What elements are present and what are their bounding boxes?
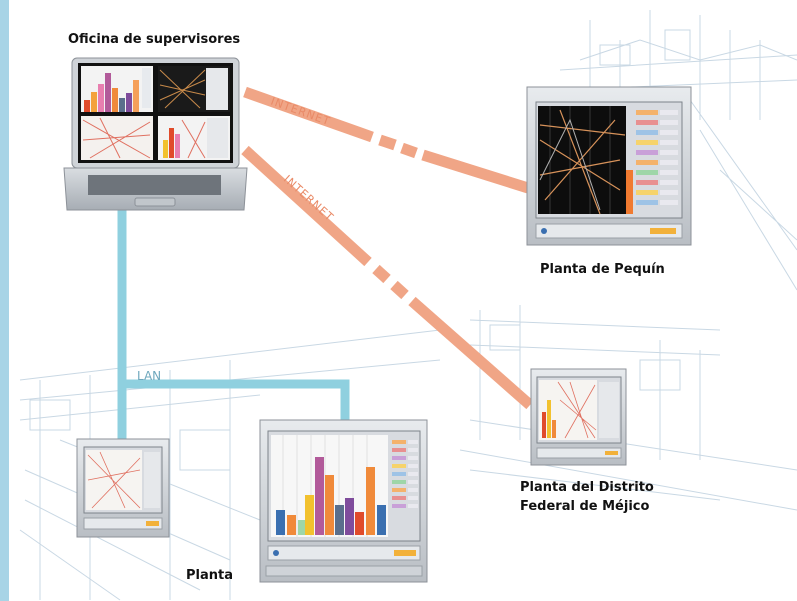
label-supervisor-office: Oficina de supervisores (68, 32, 241, 47)
label-plant-df-line2: Federal de Méjico (520, 499, 650, 514)
laptop-icon (63, 57, 248, 211)
recorder-planta-large-icon (259, 419, 428, 583)
planta-large-screen-bars (276, 457, 386, 535)
sketch-pequin-background (559, 10, 797, 291)
internet-label-1: INTERNET (269, 95, 332, 129)
recorder-planta-small-icon (76, 438, 170, 538)
internet-link-pequin (243, 86, 530, 194)
recorder-pequin-icon (526, 86, 692, 246)
label-plant-df: Planta del Distrito Federal de Méjico (520, 478, 654, 516)
recorder-df-icon (530, 368, 627, 466)
label-plant-df-line1: Planta del Distrito (520, 480, 654, 495)
label-plant-pequin: Planta de Pequín (540, 262, 665, 277)
sketch-df-background (459, 305, 797, 511)
internet-link-df (241, 145, 534, 410)
internet-label-2: INTERNET (281, 173, 336, 225)
left-stripe (0, 0, 9, 601)
laptop-screen-bars (84, 73, 139, 112)
label-plant-local: Planta (186, 568, 233, 583)
lan-link (117, 207, 350, 447)
lan-label: LAN (137, 369, 161, 383)
